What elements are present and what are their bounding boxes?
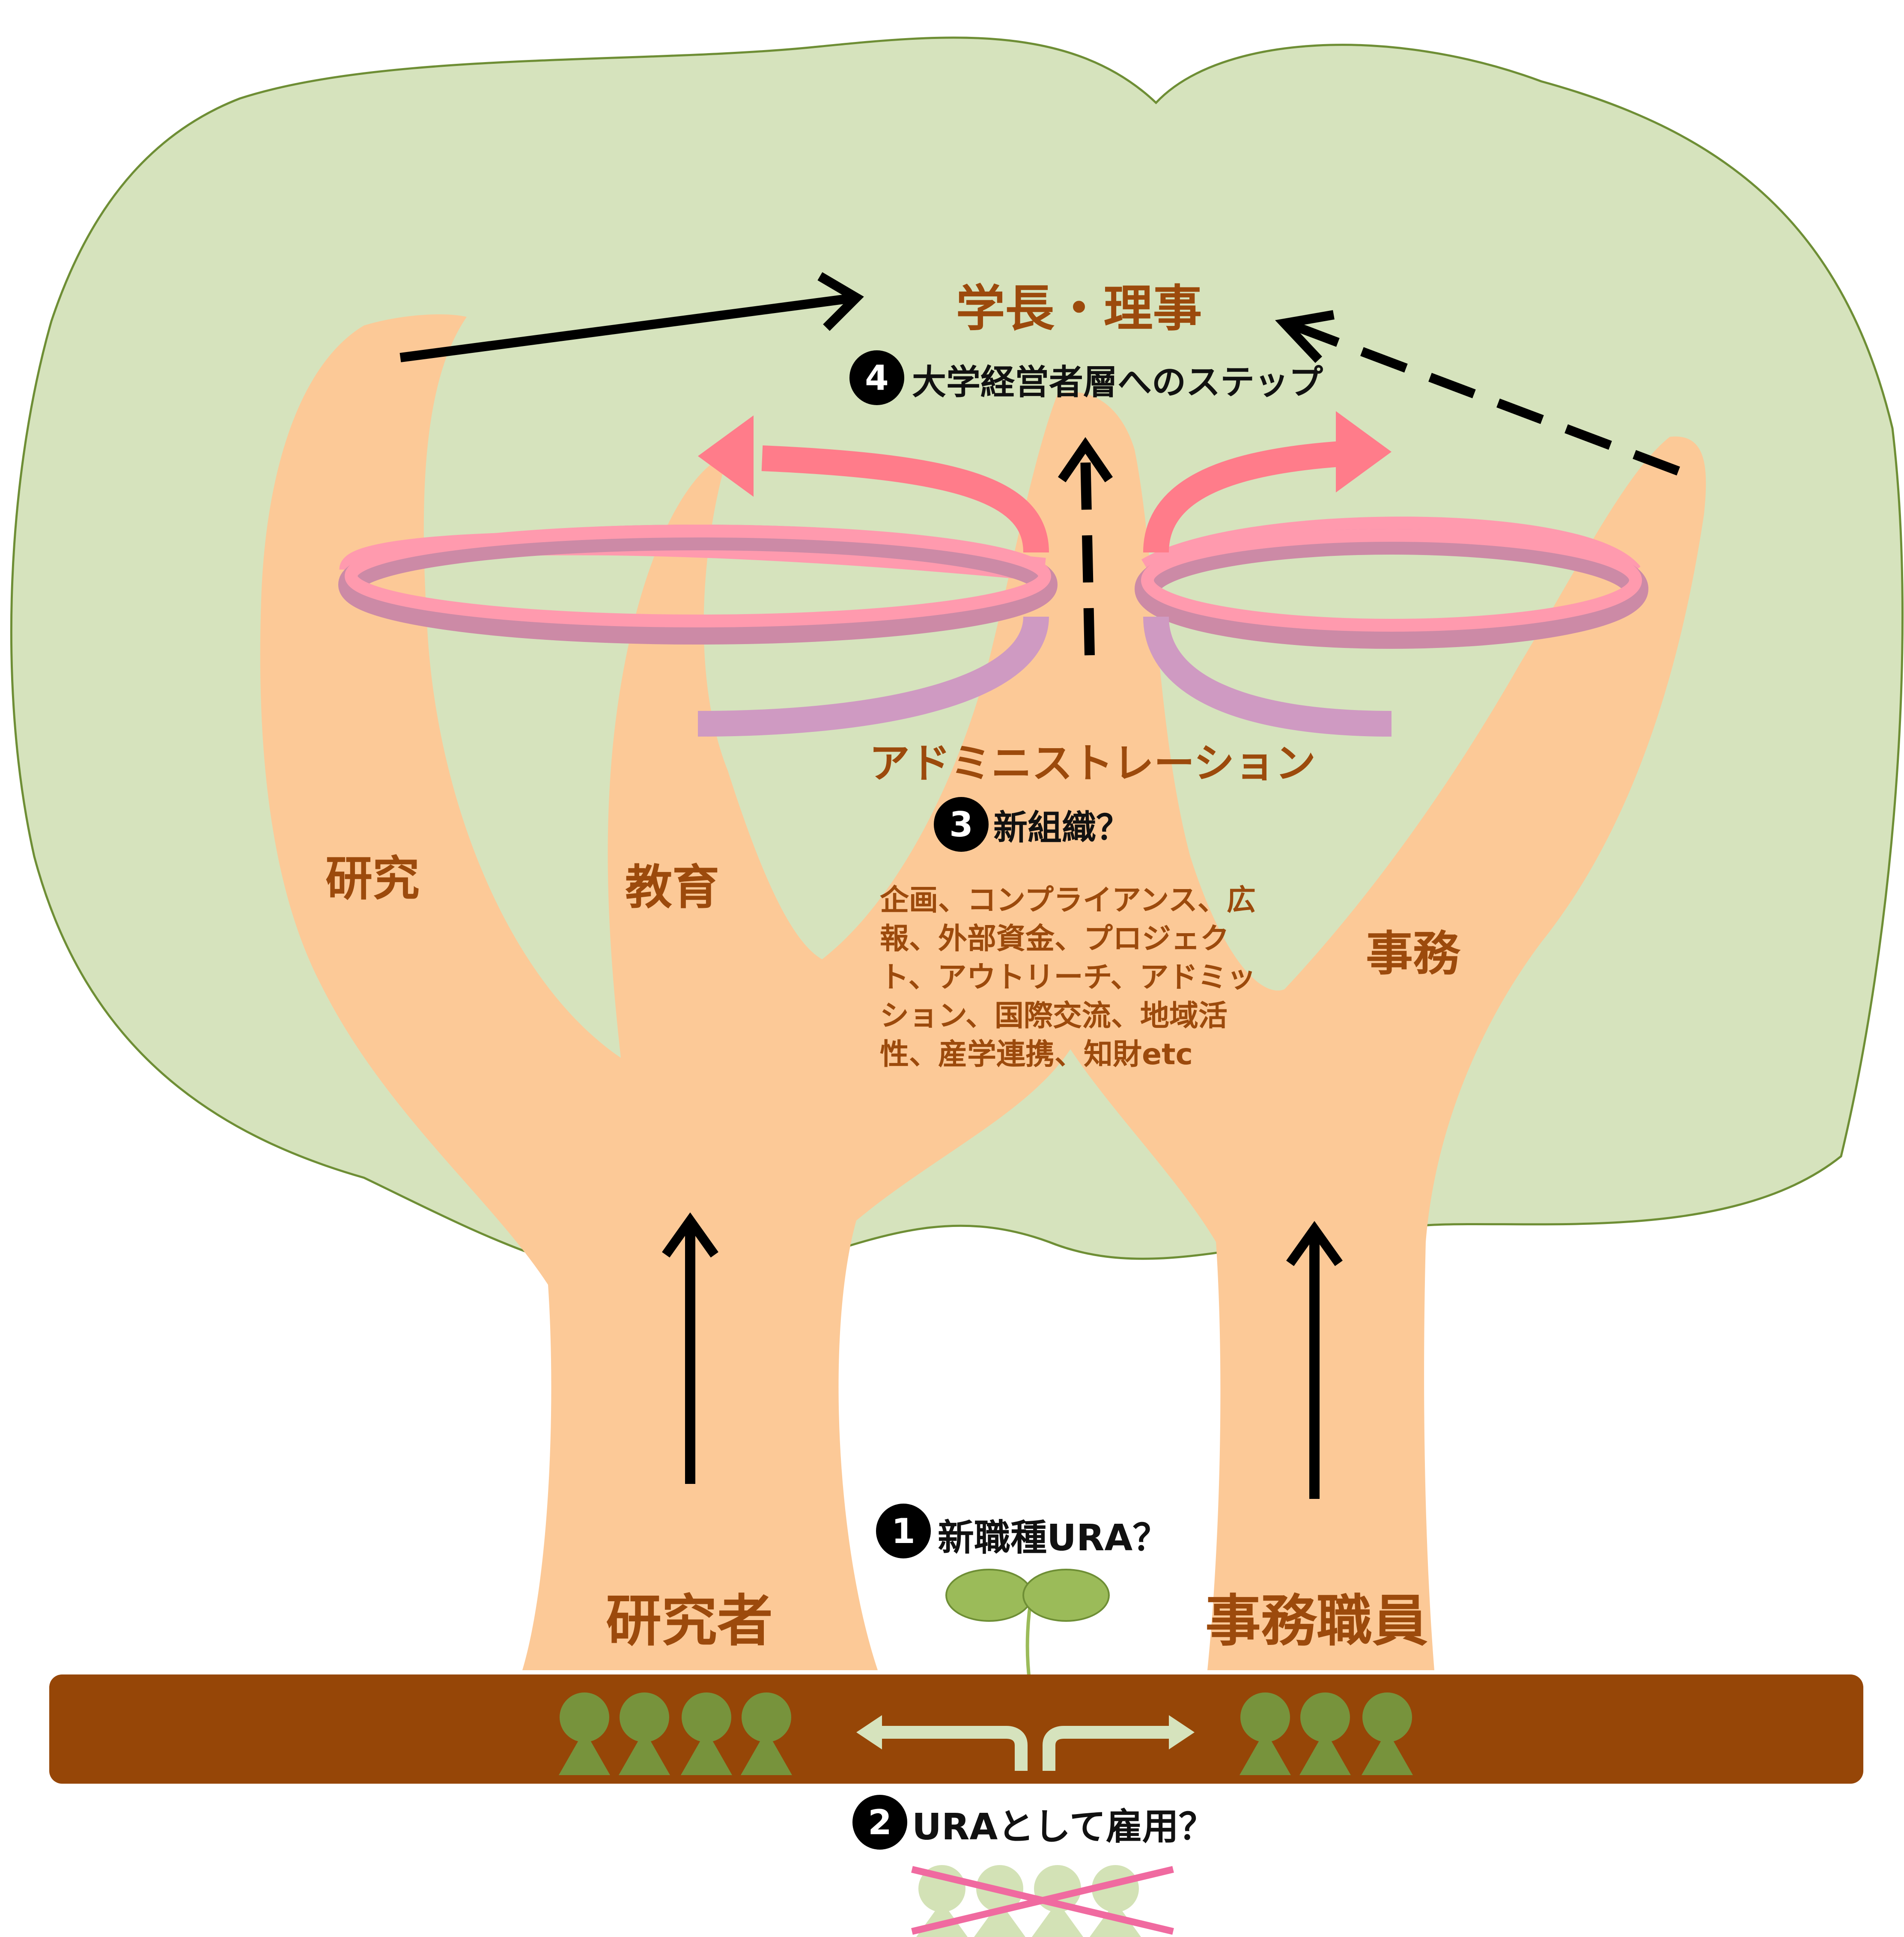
- badge-3-number: 3: [949, 805, 973, 845]
- badge-3: 3: [934, 797, 989, 852]
- step2-label: URAとして雇用？: [912, 1806, 1215, 1848]
- office-people-group: [1240, 1692, 1413, 1775]
- admin-list-line: ト、アウトリーチ、アドミッ: [880, 961, 1256, 994]
- sprout-icon: [946, 1570, 1109, 1683]
- badge-4: 4: [849, 350, 904, 405]
- badge-2-number: 2: [868, 1803, 892, 1842]
- person-icon: [681, 1692, 732, 1775]
- badge-1-number: 1: [891, 1511, 915, 1551]
- sprout-leaf-right: [1023, 1570, 1109, 1621]
- badge-1: 1: [876, 1504, 931, 1558]
- admin-list-line: 企画、コンプライアンス、広: [880, 883, 1256, 917]
- step4-label: 大学経営者層へのステップ: [912, 362, 1323, 402]
- arrow-admin-to-top: [1085, 454, 1090, 655]
- person-icon: [1299, 1692, 1351, 1775]
- admin-list-line: 報、外部資金、プロジェク: [880, 922, 1229, 956]
- step1-label: 新職種URA？: [938, 1517, 1169, 1559]
- person-icon: [974, 1865, 1025, 1937]
- sprout-leaf-left: [946, 1570, 1032, 1621]
- person-icon: [559, 1692, 610, 1775]
- branch-office-label: 事務: [1366, 926, 1461, 981]
- administration-label: アドミニストレーション: [869, 740, 1316, 787]
- badge-4-number: 4: [865, 358, 889, 398]
- person-icon: [1240, 1692, 1291, 1775]
- office-staff-label: 事務職員: [1205, 1588, 1428, 1653]
- person-icon: [619, 1692, 670, 1775]
- admin-list-line: 性、産学連携、知財etc: [880, 1038, 1193, 1071]
- crossed-out-people-group: [912, 1865, 1173, 1937]
- person-icon: [741, 1692, 792, 1775]
- admin-list-line: ション、国際交流、地域活: [880, 999, 1228, 1033]
- step3-label: 新組織？: [993, 808, 1130, 848]
- top-title-label: 学長・理事: [956, 280, 1202, 337]
- branch-research-label: 研究: [325, 851, 420, 906]
- branch-education-label: 教育: [625, 860, 719, 915]
- researchers-label: 研究者: [606, 1588, 773, 1653]
- person-icon: [1362, 1692, 1413, 1775]
- badge-2: 2: [852, 1795, 907, 1850]
